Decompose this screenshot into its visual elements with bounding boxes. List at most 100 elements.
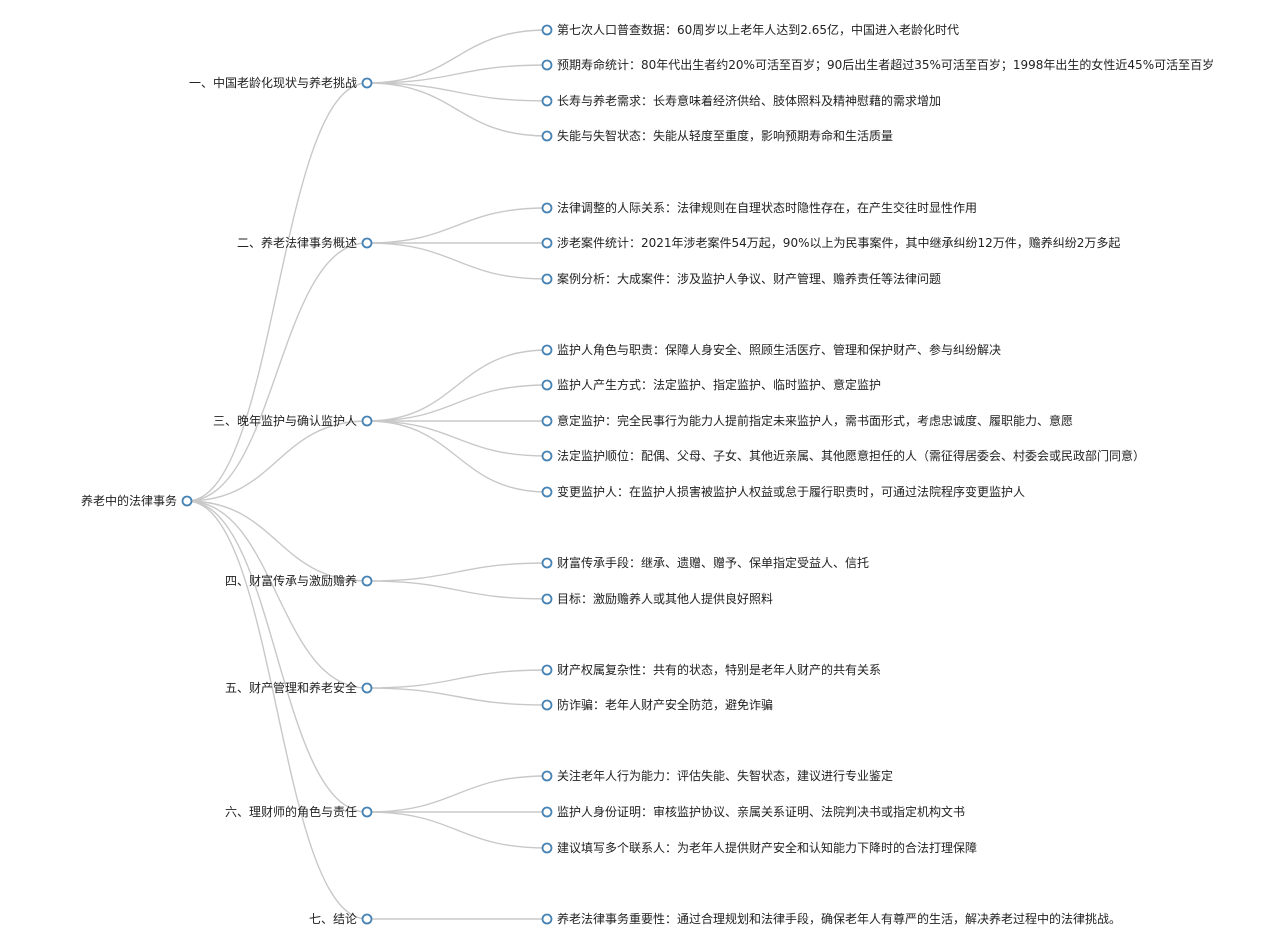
leaf-node-2-1-toggle-icon[interactable]: [541, 202, 553, 214]
link-section-5-leaf-1: [366, 669, 548, 689]
leaf-node-2-1[interactable]: 法律调整的人际关系：法律规则在自理状态时隐性存在，在产生交往时显性作用: [541, 200, 978, 215]
root-node-label: 养老中的法律事务: [81, 493, 177, 508]
section-node-4-label: 四、财富传承与激励赡养: [225, 573, 357, 588]
section-node-7-toggle-icon[interactable]: [361, 913, 373, 925]
leaf-node-3-2-label: 监护人产生方式：法定监护、指定监护、临时监护、意定监护: [557, 377, 881, 392]
leaf-node-1-1-toggle-icon[interactable]: [541, 24, 553, 36]
leaf-node-4-1[interactable]: 财富传承手段：继承、遗赠、赠予、保单指定受益人、信托: [541, 555, 870, 570]
leaf-node-4-1-toggle-icon[interactable]: [541, 557, 553, 569]
section-node-2-label: 二、养老法律事务概述: [237, 235, 357, 250]
leaf-node-4-2[interactable]: 目标：激励赡养人或其他人提供良好照料: [541, 591, 774, 606]
link-section-1-leaf-2: [366, 64, 548, 84]
leaf-node-3-4-toggle-icon[interactable]: [541, 450, 553, 462]
link-section-1-leaf-3: [366, 82, 548, 102]
leaf-node-1-4[interactable]: 失能与失智状态：失能从轻度至重度，影响预期寿命和生活质量: [541, 128, 894, 143]
leaf-node-3-2-toggle-icon[interactable]: [541, 379, 553, 391]
leaf-node-6-1-label: 关注老年人行为能力：评估失能、失智状态，建议进行专业鉴定: [557, 768, 893, 783]
leaf-node-2-2[interactable]: 涉老案件统计：2021年涉老案件54万起，90%以上为民事案件，其中继承纠纷12…: [541, 235, 1121, 250]
leaf-node-1-1-label: 第七次人口普查数据：60周岁以上老年人达到2.65亿，中国进入老龄化时代: [557, 22, 959, 37]
leaf-node-4-2-toggle-icon[interactable]: [541, 593, 553, 605]
section-node-5[interactable]: 五、财产管理和养老安全: [225, 680, 373, 695]
section-node-3-toggle-icon[interactable]: [361, 415, 373, 427]
section-node-7[interactable]: 七、结论: [309, 912, 373, 926]
leaf-node-6-2-toggle-icon[interactable]: [541, 806, 553, 818]
leaf-node-5-1[interactable]: 财产权属复杂性：共有的状态，特别是老年人财产的共有关系: [541, 662, 882, 677]
leaf-node-5-1-label: 财产权属复杂性：共有的状态，特别是老年人财产的共有关系: [557, 662, 881, 677]
section-node-6[interactable]: 六、理财师的角色与责任: [225, 804, 373, 819]
leaf-node-3-5[interactable]: 变更监护人：在监护人损害被监护人权益或怠于履行职责时，可通过法院程序变更监护人: [541, 484, 1026, 499]
link-root-section-6: [186, 500, 368, 813]
link-section-4-leaf-1: [366, 562, 548, 582]
leaf-node-3-1[interactable]: 监护人角色与职责：保障人身安全、照顾生活医疗、管理和保护财产、参与纠纷解决: [541, 342, 1002, 357]
link-section-3-leaf-5: [366, 420, 548, 493]
link-section-6-leaf-3: [366, 811, 548, 849]
leaf-node-1-1[interactable]: 第七次人口普查数据：60周岁以上老年人达到2.65亿，中国进入老龄化时代: [541, 22, 960, 37]
section-node-6-toggle-icon[interactable]: [361, 806, 373, 818]
section-node-4-toggle-icon[interactable]: [361, 575, 373, 587]
link-root-section-4: [186, 500, 368, 582]
leaf-node-3-1-toggle-icon[interactable]: [541, 344, 553, 356]
section-node-5-toggle-icon[interactable]: [361, 682, 373, 694]
link-root-section-5: [186, 500, 368, 689]
section-node-3[interactable]: 三、晚年监护与确认监护人: [213, 414, 373, 428]
leaf-node-2-2-label: 涉老案件统计：2021年涉老案件54万起，90%以上为民事案件，其中继承纠纷12…: [557, 235, 1120, 250]
section-node-1-label: 一、中国老龄化现状与养老挑战: [189, 75, 357, 90]
leaf-node-2-3[interactable]: 案例分析：大成案件：涉及监护人争议、财产管理、赡养责任等法律问题: [541, 271, 942, 286]
leaf-node-6-3[interactable]: 建议填写多个联系人：为老年人提供财产安全和认知能力下降时的合法打理保障: [541, 840, 978, 855]
leaf-node-5-1-toggle-icon[interactable]: [541, 664, 553, 676]
root-node[interactable]: 养老中的法律事务: [81, 493, 193, 508]
leaf-node-5-2-toggle-icon[interactable]: [541, 699, 553, 711]
link-section-2-leaf-3: [366, 242, 548, 280]
leaf-node-5-2[interactable]: 防诈骗：老年人财产安全防范，避免诈骗: [541, 697, 774, 712]
leaf-node-6-1-toggle-icon[interactable]: [541, 770, 553, 782]
leaf-node-3-3-label: 意定监护：完全民事行为能力人提前指定未来监护人，需书面形式，考虑忠诚度、履职能力…: [557, 413, 1073, 428]
link-section-6-leaf-1: [366, 775, 548, 813]
leaf-node-3-4[interactable]: 法定监护顺位：配偶、父母、子女、其他近亲属、其他愿意担任的人（需征得居委会、村委…: [541, 448, 1146, 463]
link-root-section-3: [186, 420, 368, 502]
leaf-node-2-1-label: 法律调整的人际关系：法律规则在自理状态时隐性存在，在产生交往时显性作用: [557, 200, 977, 215]
leaf-node-7-1[interactable]: 养老法律事务重要性：通过合理规划和法律手段，确保老年人有尊严的生活，解决养老过程…: [541, 911, 1122, 926]
section-node-4[interactable]: 四、财富传承与激励赡养: [225, 573, 373, 588]
leaf-node-7-1-label: 养老法律事务重要性：通过合理规划和法律手段，确保老年人有尊严的生活，解决养老过程…: [557, 911, 1121, 926]
link-section-3-leaf-4: [366, 420, 548, 457]
section-node-2[interactable]: 二、养老法律事务概述: [237, 235, 373, 250]
section-node-1[interactable]: 一、中国老龄化现状与养老挑战: [189, 75, 373, 90]
link-root-section-2: [186, 242, 368, 502]
leaf-node-3-3[interactable]: 意定监护：完全民事行为能力人提前指定未来监护人，需书面形式，考虑忠诚度、履职能力…: [541, 413, 1074, 428]
leaf-node-2-2-toggle-icon[interactable]: [541, 237, 553, 249]
section-node-5-label: 五、财产管理和养老安全: [225, 680, 357, 695]
section-node-1-toggle-icon[interactable]: [361, 77, 373, 89]
leaf-node-1-4-toggle-icon[interactable]: [541, 130, 553, 142]
link-section-3-leaf-2: [366, 384, 548, 422]
leaf-node-4-1-label: 财富传承手段：继承、遗赠、赠予、保单指定受益人、信托: [557, 555, 869, 570]
link-section-1-leaf-1: [366, 29, 548, 84]
leaf-node-1-3[interactable]: 长寿与养老需求：长寿意味着经济供给、肢体照料及精神慰藉的需求增加: [541, 93, 942, 108]
link-root-section-7: [186, 500, 368, 920]
leaf-node-2-3-toggle-icon[interactable]: [541, 273, 553, 285]
mindmap-links: [186, 29, 548, 920]
leaf-node-3-1-label: 监护人角色与职责：保障人身安全、照顾生活医疗、管理和保护财产、参与纠纷解决: [557, 342, 1001, 357]
leaf-node-1-2[interactable]: 预期寿命统计：80年代出生者约20%可活至百岁；90后出生者超过35%可活至百岁…: [541, 57, 1215, 72]
leaf-node-3-5-toggle-icon[interactable]: [541, 486, 553, 498]
link-section-3-leaf-1: [366, 349, 548, 422]
leaf-node-1-4-label: 失能与失智状态：失能从轻度至重度，影响预期寿命和生活质量: [557, 128, 893, 143]
leaf-node-6-1[interactable]: 关注老年人行为能力：评估失能、失智状态，建议进行专业鉴定: [541, 768, 894, 783]
section-node-6-label: 六、理财师的角色与责任: [225, 804, 357, 819]
leaf-node-3-3-toggle-icon[interactable]: [541, 415, 553, 427]
leaf-node-3-4-label: 法定监护顺位：配偶、父母、子女、其他近亲属、其他愿意担任的人（需征得居委会、村委…: [557, 448, 1145, 463]
leaf-node-3-2[interactable]: 监护人产生方式：法定监护、指定监护、临时监护、意定监护: [541, 377, 882, 392]
leaf-node-6-2[interactable]: 监护人身份证明：审核监护协议、亲属关系证明、法院判决书或指定机构文书: [541, 804, 966, 819]
leaf-node-6-3-label: 建议填写多个联系人：为老年人提供财产安全和认知能力下降时的合法打理保障: [557, 840, 977, 855]
link-root-section-1: [186, 82, 368, 502]
leaf-node-7-1-toggle-icon[interactable]: [541, 913, 553, 925]
link-section-4-leaf-2: [366, 580, 548, 600]
leaf-node-6-3-toggle-icon[interactable]: [541, 842, 553, 854]
root-node-toggle-icon[interactable]: [181, 495, 193, 507]
section-node-2-toggle-icon[interactable]: [361, 237, 373, 249]
section-node-3-label: 三、晚年监护与确认监护人: [213, 414, 357, 428]
leaf-node-1-2-toggle-icon[interactable]: [541, 59, 553, 71]
leaf-node-5-2-label: 防诈骗：老年人财产安全防范，避免诈骗: [557, 697, 773, 712]
link-section-5-leaf-2: [366, 687, 548, 706]
leaf-node-1-3-toggle-icon[interactable]: [541, 95, 553, 107]
